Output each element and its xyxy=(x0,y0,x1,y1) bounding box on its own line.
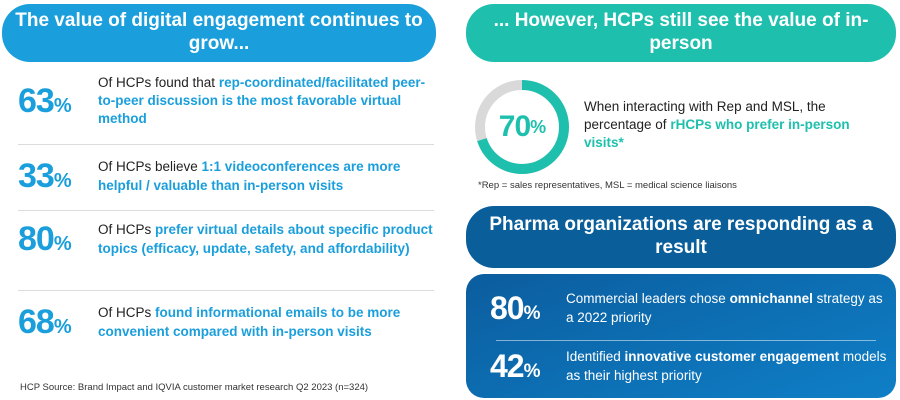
stat-row: 68% Of HCPs found informational emails t… xyxy=(18,303,434,342)
pharma-stat-row: 42% Identified innovative customer engag… xyxy=(490,348,890,385)
divider xyxy=(18,290,434,291)
stat-row: 33% Of HCPs believe 1:1 videoconferences… xyxy=(18,157,434,196)
ring-percentage: 70% xyxy=(498,110,546,143)
footnote: *Rep = sales representatives, MSL = medi… xyxy=(478,180,737,191)
divider xyxy=(18,210,434,211)
pharma-stat-row: 80% Commercial leaders chose omnichannel… xyxy=(490,290,890,327)
pharma-stat-text: Identified innovative customer engagemen… xyxy=(566,349,887,383)
pharma-stat-number: 42% xyxy=(490,348,540,384)
pharma-divider xyxy=(496,340,876,341)
stat-text: Of HCPs believe 1:1 videoconferences are… xyxy=(98,159,401,193)
pharma-panel xyxy=(466,274,896,398)
stat-text: Of HCPs found informational emails to be… xyxy=(98,305,401,339)
stat-row: 80% Of HCPs prefer virtual details about… xyxy=(18,220,434,259)
donut-ring xyxy=(475,80,569,174)
stat-text: Of HCPs prefer virtual details about spe… xyxy=(98,222,433,256)
pharma-section-header: Pharma organizations are responding as a… xyxy=(466,206,896,268)
stat-number: 33% xyxy=(18,157,72,195)
stat-row: 63% Of HCPs found that rep-coordinated/f… xyxy=(18,74,434,129)
right-section-header: ... However, HCPs still see the value of… xyxy=(466,4,896,62)
stat-number: 63% xyxy=(18,81,72,120)
divider xyxy=(18,144,434,145)
pharma-stat-text: Commercial leaders chose omnichannel str… xyxy=(566,291,883,325)
stat-number: 68% xyxy=(18,303,72,341)
left-header-text: The value of digital engagement continue… xyxy=(15,10,423,54)
ring-text: When interacting with Rep and MSL, the p… xyxy=(584,99,850,151)
stat-text: Of HCPs found that rep-coordinated/facil… xyxy=(98,75,426,127)
pharma-stat-number: 80% xyxy=(490,290,540,326)
donut-fill xyxy=(475,80,569,174)
stat-number: 80% xyxy=(18,220,72,258)
pharma-header-text: Pharma organizations are responding as a… xyxy=(489,214,873,258)
source-note: HCP Source: Brand Impact and IQVIA custo… xyxy=(20,382,369,393)
left-section-header: The value of digital engagement continue… xyxy=(2,4,436,62)
right-header-text: ... However, HCPs still see the value of… xyxy=(493,10,869,54)
